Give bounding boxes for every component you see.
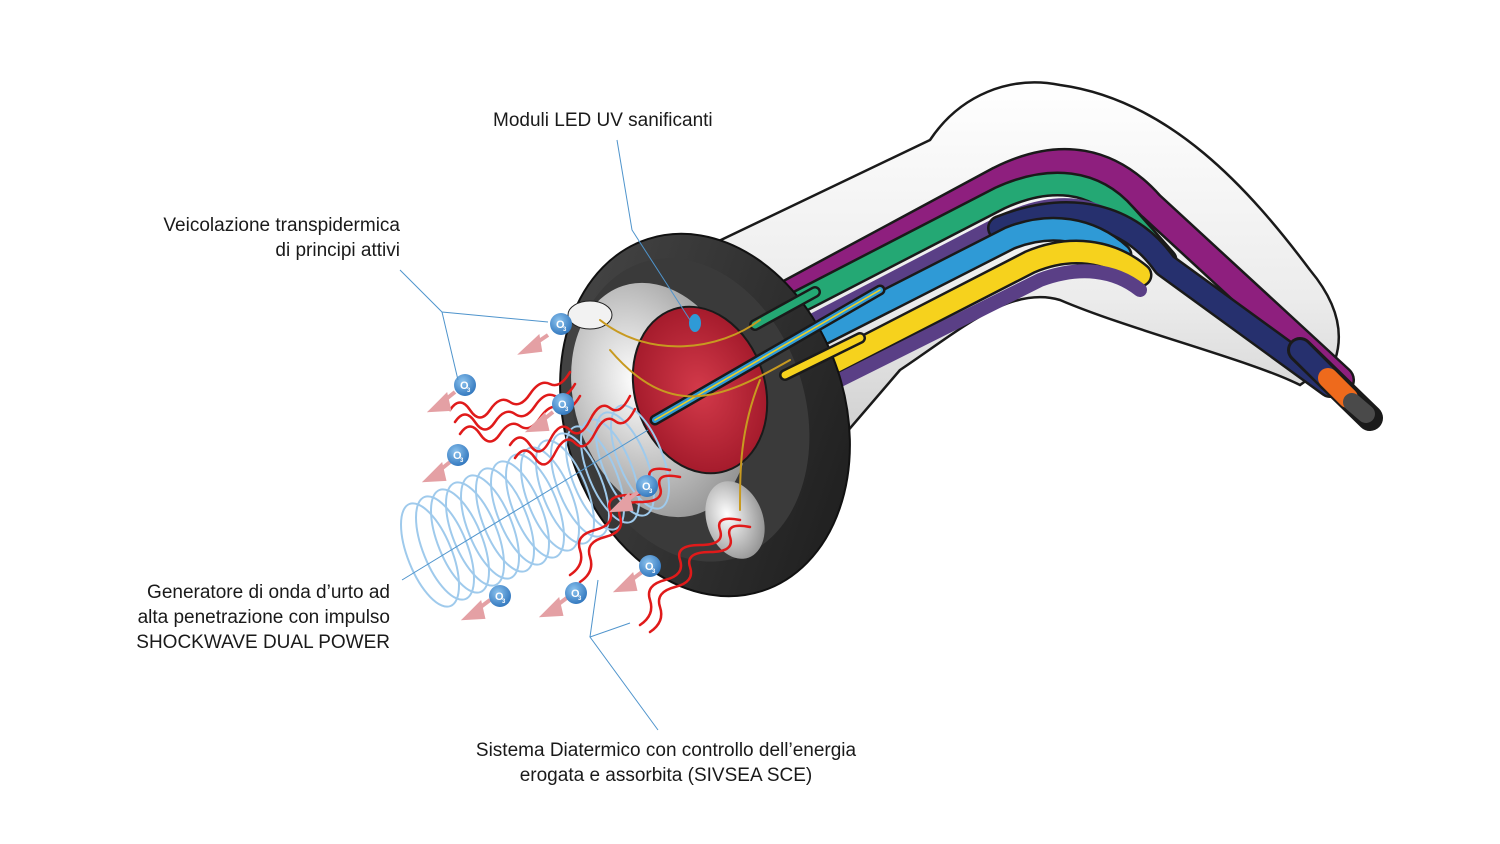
leader-diathermic xyxy=(589,622,659,731)
label-transdermal: Veicolazione transpidermica di principi … xyxy=(163,213,400,263)
label-line: Veicolazione transpidermica xyxy=(163,215,400,236)
svg-text:O: O xyxy=(558,399,567,411)
leader-shockwave xyxy=(401,429,649,581)
leader-lines xyxy=(399,139,691,731)
uv-led-module xyxy=(689,314,701,332)
wave xyxy=(453,382,577,431)
svg-text:O: O xyxy=(453,450,462,462)
svg-text:3: 3 xyxy=(649,489,653,495)
wave xyxy=(448,370,572,419)
diathermic-waves xyxy=(448,370,752,634)
svg-text:O: O xyxy=(645,561,654,573)
arrow-icon xyxy=(538,595,570,618)
wave xyxy=(508,394,632,453)
label-line: Moduli LED UV sanificanti xyxy=(493,110,713,131)
svg-text:3: 3 xyxy=(652,569,656,575)
arrow-icon xyxy=(517,333,550,355)
svg-text:O: O xyxy=(495,591,504,603)
label-line: alta penetrazione con impulso xyxy=(137,607,390,628)
label-line: di principi attivi xyxy=(275,240,400,261)
fiber-bundle xyxy=(599,284,886,511)
svg-text:O: O xyxy=(642,481,651,493)
arrow-icon xyxy=(426,390,457,413)
label-line: Generatore di onda d’urto ad xyxy=(147,582,390,603)
ozone-bubble-icon: O3 xyxy=(447,444,469,466)
label-line: erogata e assorbita (SIVSEA SCE) xyxy=(519,765,813,786)
svg-text:O: O xyxy=(556,319,565,331)
ozone-bubble-icon: O3 xyxy=(636,475,658,497)
svg-text:3: 3 xyxy=(467,388,471,394)
svg-text:3: 3 xyxy=(578,596,582,602)
leader-uv xyxy=(616,139,691,321)
ozone-bubble-icon: O3 xyxy=(552,393,574,415)
ozone-bubble-icon: O3 xyxy=(489,585,511,607)
svg-text:3: 3 xyxy=(502,599,506,605)
arrow-icon xyxy=(421,460,452,483)
svg-text:O: O xyxy=(460,380,469,392)
arrow-icon xyxy=(612,570,644,593)
label-diathermic: Sistema Diatermico con controllo dell’en… xyxy=(433,738,899,788)
arrow-icon xyxy=(460,598,492,621)
wave xyxy=(638,517,742,627)
label-shockwave: Generatore di onda d’urto ad alta penetr… xyxy=(136,580,390,655)
arrow-icon xyxy=(524,410,555,433)
svg-text:3: 3 xyxy=(460,458,464,464)
ozone-arrows xyxy=(421,333,644,621)
svg-text:O: O xyxy=(571,588,580,600)
leader-transdermal xyxy=(399,269,549,323)
ozone-bubble-icon: O3 xyxy=(550,313,572,335)
wave xyxy=(513,407,637,466)
label-uv-modules: Moduli LED UV sanificanti xyxy=(493,108,713,133)
label-line: SHOCKWAVE DUAL POWER xyxy=(136,632,390,653)
energy-channels xyxy=(725,147,1355,398)
wave xyxy=(648,524,752,634)
ozone-bubble-icon: O3 xyxy=(639,555,661,577)
wave xyxy=(578,474,682,584)
svg-text:3: 3 xyxy=(563,327,567,333)
ozone-bubble-icon: O3 xyxy=(565,582,587,604)
ozone-bubble-icon: O3 xyxy=(454,374,476,396)
svg-text:3: 3 xyxy=(565,407,569,413)
cable-tip xyxy=(1287,337,1383,431)
label-line: Sistema Diatermico con controllo dell’en… xyxy=(475,740,857,761)
arrow-icon xyxy=(608,490,640,513)
